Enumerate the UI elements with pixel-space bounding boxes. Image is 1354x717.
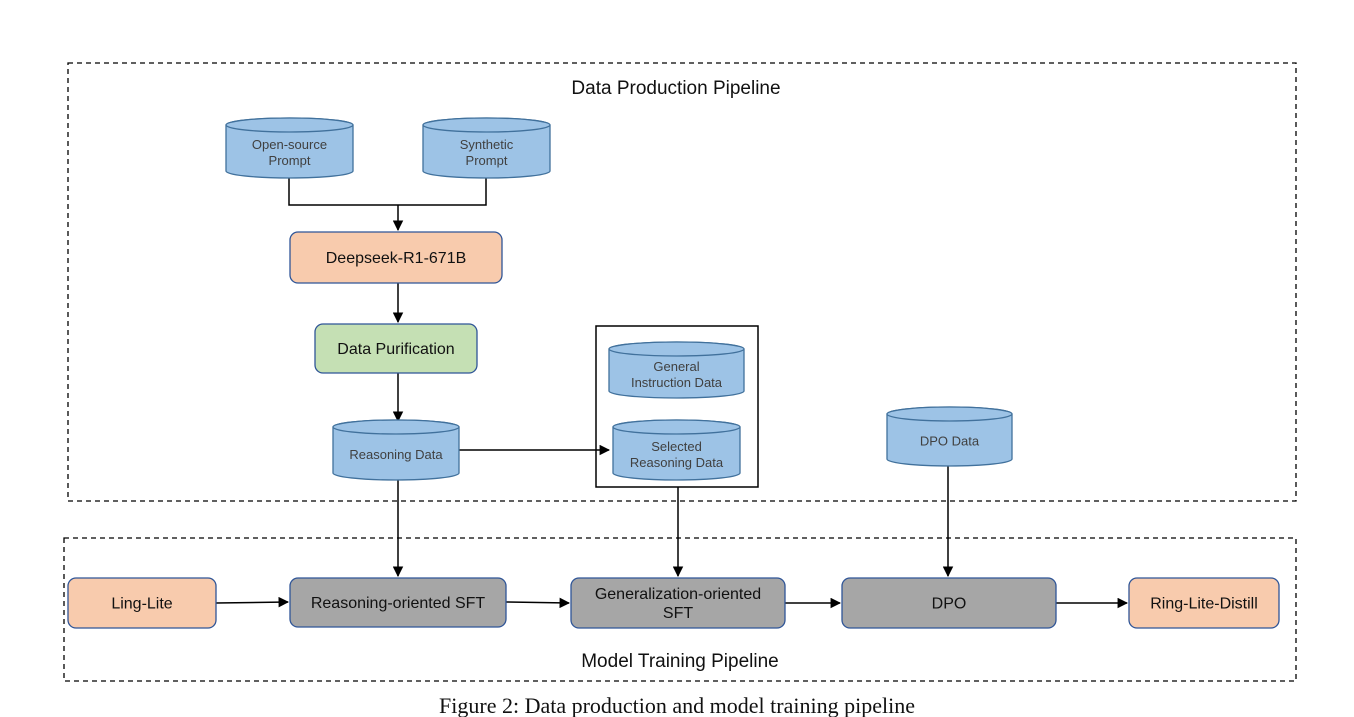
data-production-frame (67, 62, 1297, 502)
cylinder-label: Selected (651, 439, 702, 454)
connector-synthetic-prompt (398, 178, 487, 206)
box-label: Ring-Lite-Distill (1150, 596, 1258, 613)
sft-data-group-box (595, 325, 759, 488)
cylinder-dpo-data: DPO Data (886, 406, 1013, 467)
cylinder-label: Prompt (269, 153, 311, 168)
box-label: DPO (932, 596, 967, 613)
arrow-reasoning-sft-to-generalization-sft (505, 597, 571, 609)
box-reasoning-sft: Reasoning-oriented SFT (289, 577, 507, 628)
cylinder-label: Synthetic (460, 137, 514, 152)
boxes: Deepseek-R1-671B Data PurificationLing-Li… (67, 231, 1280, 629)
cylinder-label: Instruction Data (631, 375, 723, 390)
cylinder-label: Reasoning Data (630, 455, 724, 470)
box-label: Data Purification (337, 341, 454, 358)
cylinder-reasoning-data: Reasoning Data (332, 419, 460, 481)
training-pipeline-title: Model Training Pipeline (581, 651, 779, 672)
box-label: Ling-Lite (111, 596, 172, 613)
box-label: Deepseek-R1-671B (326, 250, 467, 267)
cylinder-label: Reasoning Data (349, 447, 443, 462)
cylinders: Open-sourcePromptSyntheticPromptGeneralI… (225, 117, 1013, 481)
box-label: SFT (663, 605, 693, 622)
connectors (215, 178, 1129, 609)
box-ring-lite-distill: Ring-Lite-Distill (1128, 577, 1280, 629)
figure-caption: Figure 2: Data production and model trai… (439, 693, 915, 717)
connector-open-source-prompt (288, 178, 398, 206)
cylinder-label: DPO Data (920, 434, 980, 449)
box-data-purification: Data Purification (314, 323, 478, 374)
box-ling-lite: Ling-Lite (67, 577, 217, 629)
box-label: Generalization-oriented (595, 586, 761, 603)
arrow-ling-lite-to-reasoning-sft (215, 596, 290, 608)
cylinder-label: Open-source (252, 137, 327, 152)
cylinder-label: Prompt (466, 153, 508, 168)
box-label: Reasoning-oriented SFT (311, 595, 486, 612)
box-dpo: DPO (841, 577, 1057, 629)
box-deepseek: Deepseek-R1-671B (289, 231, 503, 284)
data-pipeline-title: Data Production Pipeline (571, 78, 780, 99)
cylinder-label: General (653, 359, 699, 374)
model-training-frame (63, 537, 1297, 682)
